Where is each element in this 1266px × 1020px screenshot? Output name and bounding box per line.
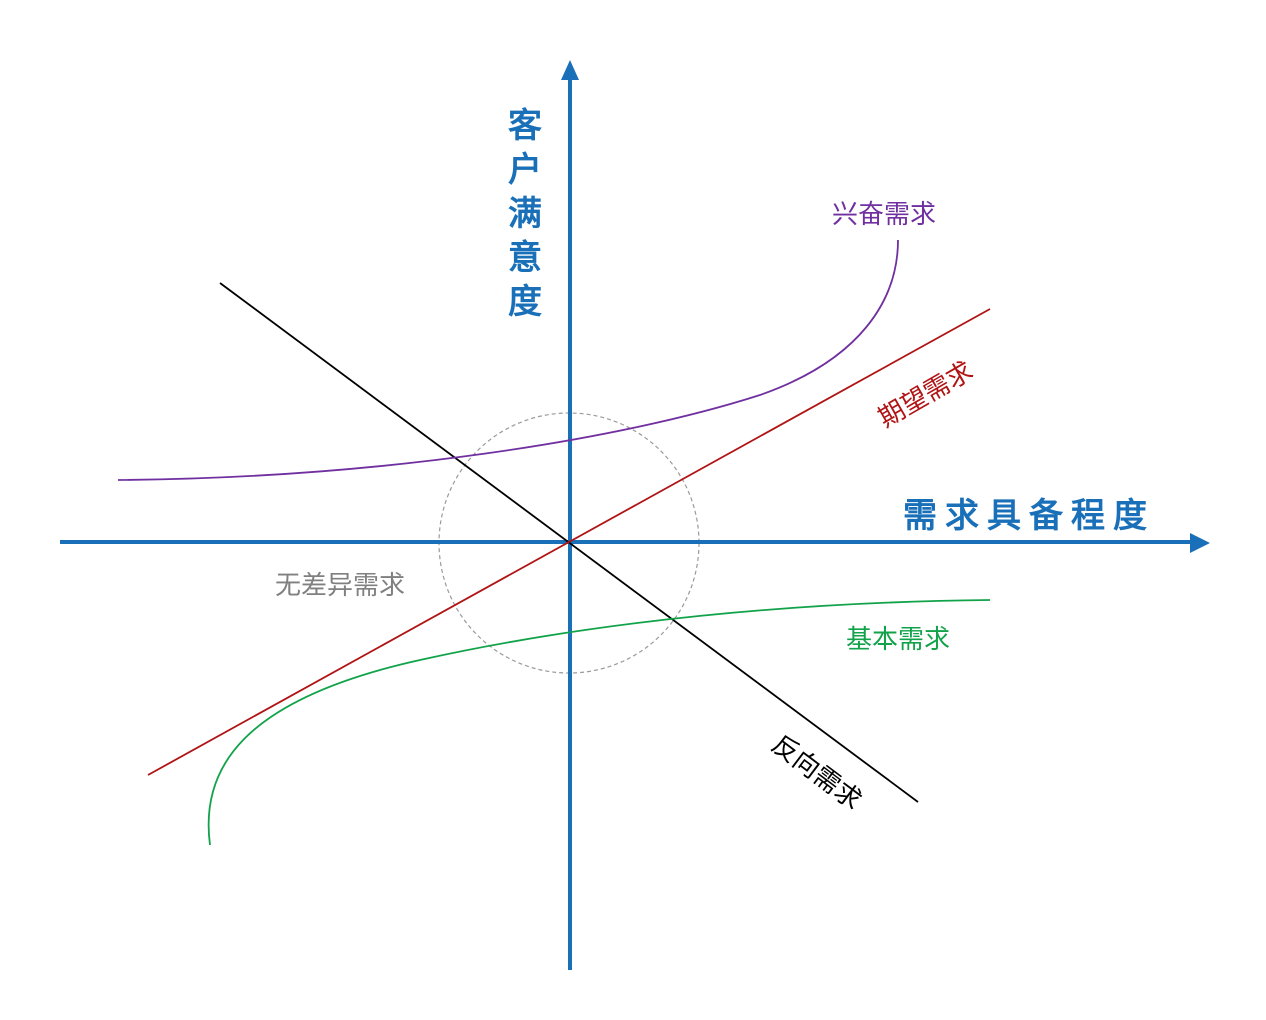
y-axis-title-char: 度 [508,282,542,322]
y-axis-arrow-icon [561,60,579,80]
y-axis-title-char: 满 [508,194,542,234]
reverse-requirement-label: 反向需求 [766,730,867,817]
y-axis-title-char: 客 [508,106,542,146]
expected-requirement-label: 期望需求 [874,356,979,434]
y-axis-title-char: 户 [508,150,542,190]
excitement-requirement-label: 兴奋需求 [832,200,936,230]
y-axis-title: 客 户 满 意 度 [508,106,542,322]
basic-requirement-curve [207,599,991,846]
basic-requirement-label: 基本需求 [846,625,950,655]
y-axis-title-char: 意 [508,238,542,278]
expected-requirement-line [147,308,991,776]
indifferent-requirement-label: 无差异需求 [275,571,405,601]
x-axis-title: 需求具备程度 [903,496,1155,536]
x-axis-arrow-icon [1190,533,1210,553]
excitement-requirement-curve [117,239,899,481]
